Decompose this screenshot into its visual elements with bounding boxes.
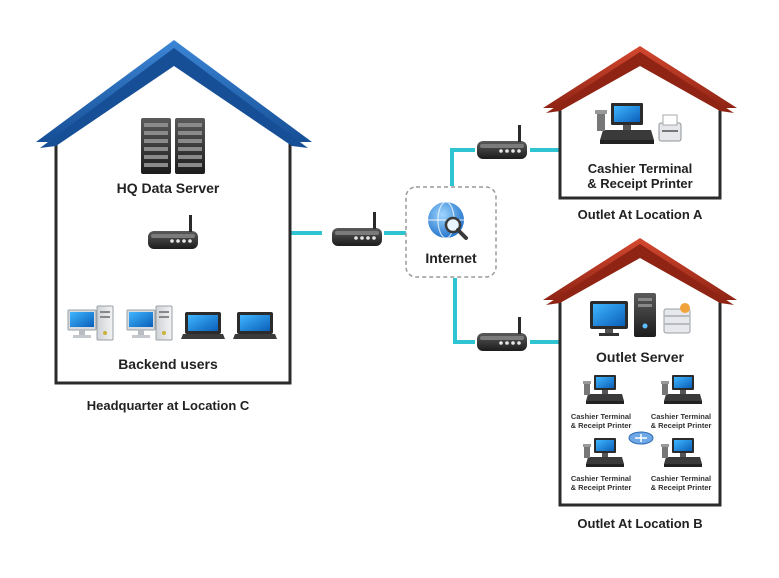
- terminal-2-label-line1: Cashier Terminal: [651, 412, 711, 421]
- terminal-4-label-line1: Cashier Terminal: [651, 474, 711, 483]
- server-rack-icon: [141, 118, 205, 174]
- desktop-pc-icon: [67, 305, 114, 341]
- receipt-printer-icon: [658, 114, 682, 142]
- link-internet-router-a: [450, 148, 475, 186]
- server-tower-icon: [590, 293, 691, 337]
- router-icon: [477, 125, 527, 159]
- network-hub-icon: [628, 431, 654, 445]
- terminal-3-label-line1: Cashier Terminal: [571, 474, 631, 483]
- outlet-a-device-label-line1: Cashier Terminal: [588, 161, 693, 176]
- laptop-icon: [181, 312, 225, 339]
- router-icon: [332, 212, 382, 246]
- outlet-b-server-label: Outlet Server: [596, 349, 684, 365]
- link-internet-router-b: [453, 278, 475, 344]
- pos-terminal-icon: [595, 103, 682, 144]
- terminal-4-label-line2: & Receipt Printer: [651, 483, 712, 492]
- outlet-a-house: Cashier Terminal & Receipt Printer: [543, 46, 737, 200]
- headquarter-house: HQ Data Server: [36, 40, 312, 385]
- terminal-1-label-line1: Cashier Terminal: [571, 412, 631, 421]
- database-icon: [663, 303, 691, 334]
- headquarter-caption: Headquarter at Location C: [87, 398, 250, 413]
- terminal-1-label-line2: & Receipt Printer: [571, 421, 632, 430]
- router-icon: [477, 317, 527, 351]
- hq-server-label: HQ Data Server: [117, 180, 220, 196]
- outlet-b-caption: Outlet At Location B: [577, 516, 702, 531]
- outlet-a-device-label-line2: & Receipt Printer: [587, 176, 692, 191]
- outlet-a-caption: Outlet At Location A: [578, 207, 703, 222]
- outlet-b-house: Outlet Server Cashier Terminal & Receipt…: [543, 238, 737, 507]
- internet-node: Internet: [405, 186, 497, 278]
- terminal-2-label-line2: & Receipt Printer: [651, 421, 712, 430]
- backend-users-label: Backend users: [118, 356, 218, 372]
- internet-label: Internet: [425, 250, 477, 266]
- hq-walls: [54, 135, 292, 385]
- terminal-3-label-line2: & Receipt Printer: [571, 483, 632, 492]
- desktop-pc-icon: [126, 305, 173, 341]
- laptop-icon: [233, 312, 277, 339]
- globe-magnifier-icon: [428, 201, 468, 240]
